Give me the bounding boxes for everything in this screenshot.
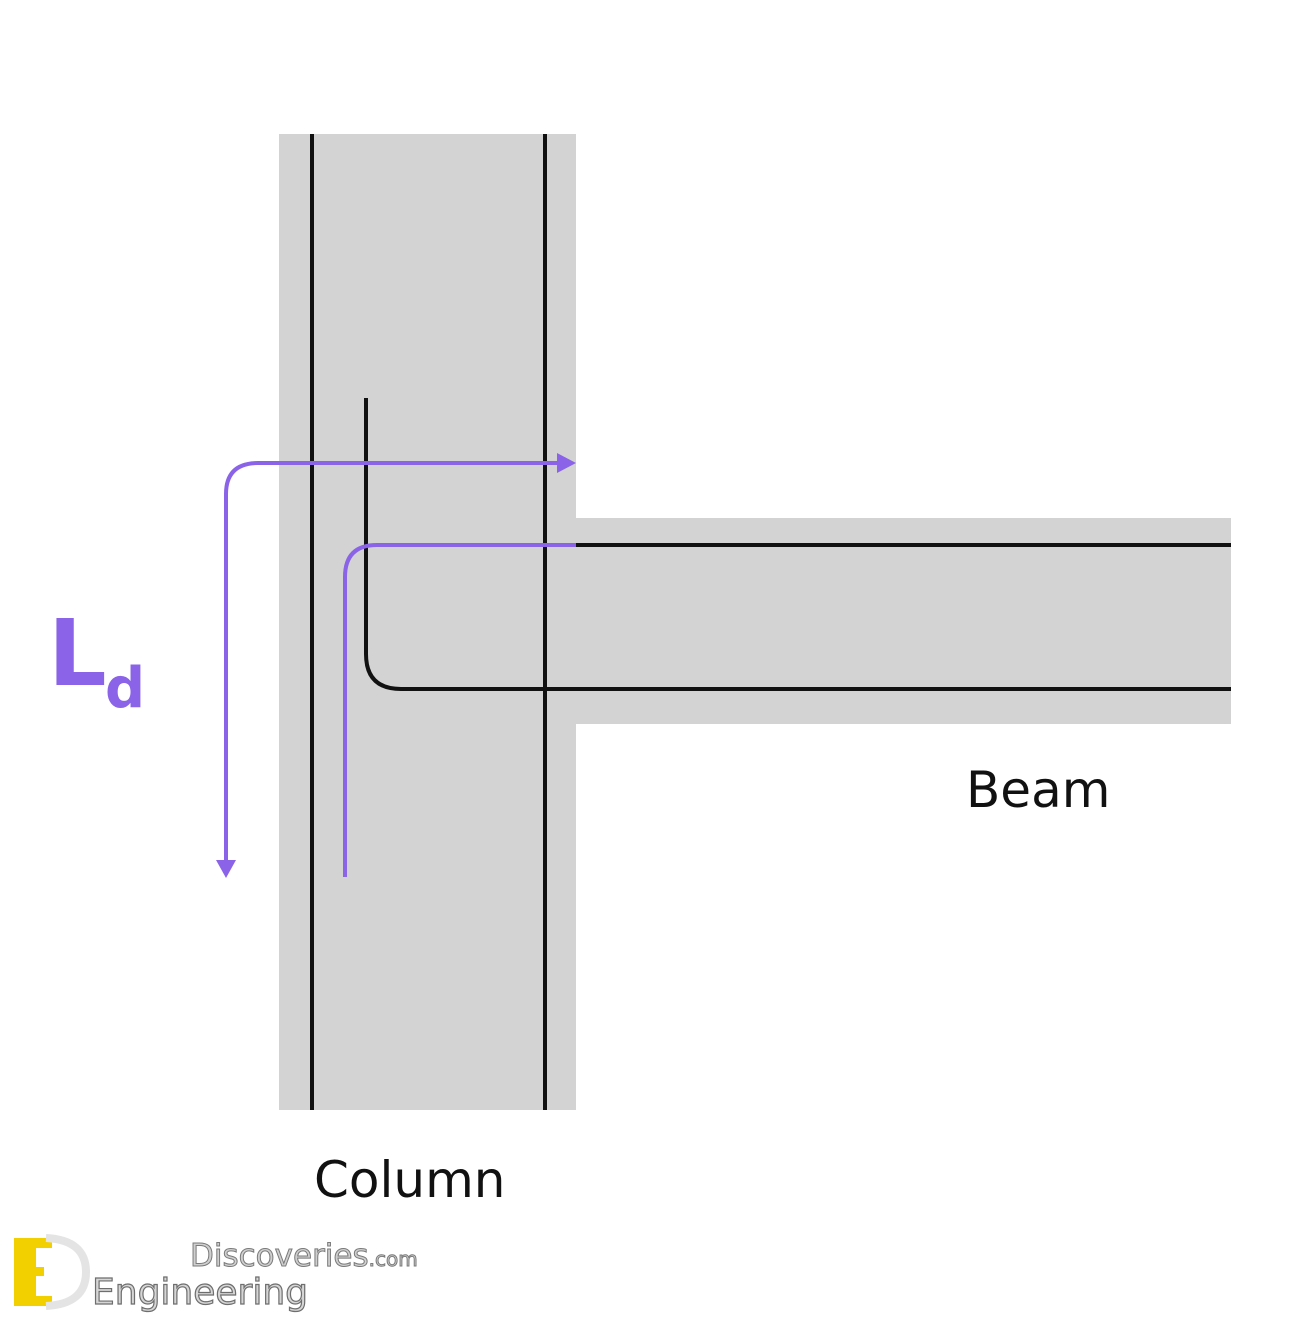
ld-arrowhead-right: [557, 453, 576, 473]
beam-bottom-rebar-hook: [364, 398, 1231, 691]
logo-d-shape: [45, 1234, 91, 1310]
ld-label-main: L: [48, 600, 107, 707]
watermark-line1-suffix: .com: [369, 1247, 418, 1271]
watermark-line2: Engineering: [92, 1272, 308, 1313]
ld-label: L: [48, 600, 107, 707]
beam-label: Beam: [966, 761, 1110, 819]
watermark-line1: Discoveries.com: [190, 1238, 418, 1274]
beam-concrete: [576, 518, 1231, 724]
column-concrete: [279, 134, 576, 1110]
logo-e-bar-bottom: [14, 1296, 52, 1306]
column-label: Column: [314, 1151, 505, 1209]
ld-arrowhead-down: [216, 860, 236, 878]
ld-dimension-inner-line: [343, 543, 576, 877]
ld-dimension-outer-line: [224, 461, 562, 866]
engineering-discoveries-logo: Discoveries.com Engineering: [14, 1234, 418, 1314]
ld-label-subscript: d: [105, 656, 145, 721]
logo-e-bar-mid: [14, 1267, 44, 1276]
logo-e-bar-top: [14, 1238, 52, 1248]
